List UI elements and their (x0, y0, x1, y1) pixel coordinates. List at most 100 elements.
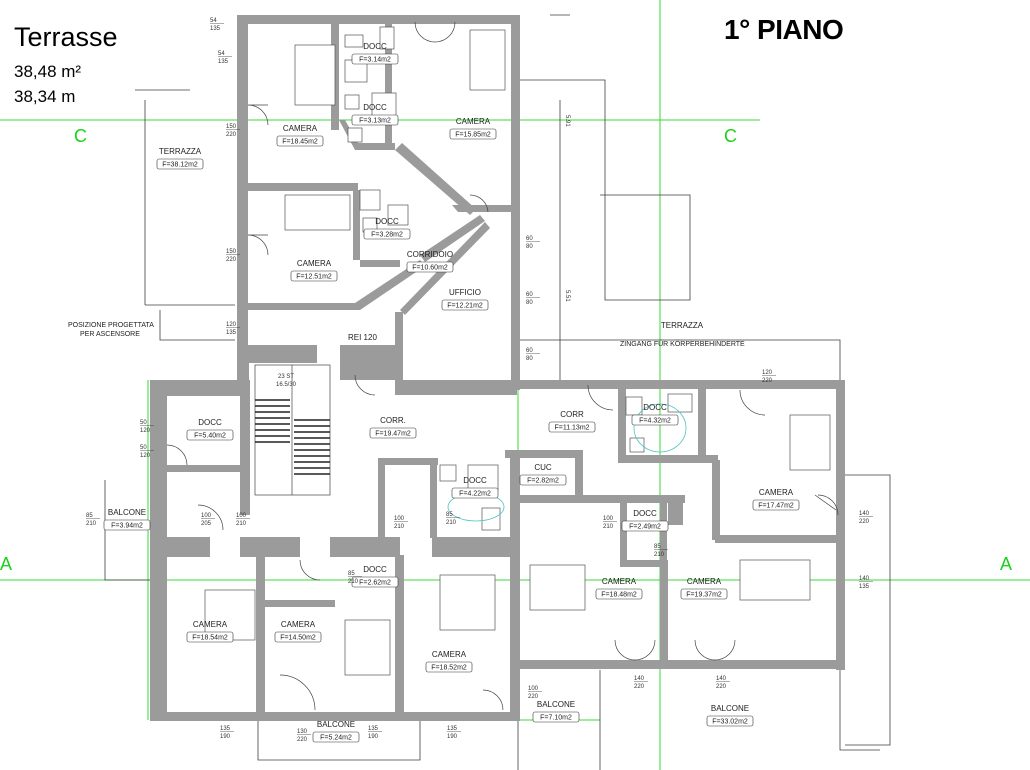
room-15: CUC F=2.82m2 (519, 463, 567, 486)
terrace-length-value: 38,34 m (14, 87, 76, 106)
dimension-width: 50 (140, 420, 147, 426)
room-area-box (312, 731, 360, 743)
room-area: F=38.12m2 (162, 162, 198, 169)
dimension-height: 190 (220, 734, 231, 740)
dimension-width: 140 (859, 576, 870, 582)
dimension-height: 220 (716, 684, 727, 690)
dimension-width: 120 (762, 370, 773, 376)
lift-note-line1: POSIZIONE PROGETTATA (68, 322, 154, 329)
dimension-width: 100 (236, 513, 247, 519)
room-name: BALCONE (317, 720, 355, 729)
dimension-height: 220 (528, 694, 539, 700)
room-name: CAMERA (297, 259, 332, 268)
room-area-box (351, 114, 399, 126)
room-area-box (425, 661, 473, 673)
dimension-height: 220 (226, 257, 237, 263)
room-area: F=19.47m2 (375, 431, 411, 438)
room-area-box (532, 711, 580, 723)
section-marker-c-left: C (74, 126, 87, 146)
stair-riser-note: 16.5/30 (276, 382, 297, 388)
dimension-width: 60 (526, 348, 533, 354)
room-area-box (621, 520, 669, 532)
dimension-width: 140 (859, 511, 870, 517)
access-note: ZINGANG FÜR KÖRPERBEHINDERTE (620, 340, 745, 348)
staircase (254, 364, 331, 496)
dimension-width: 140 (716, 676, 727, 682)
dimension-width: 85 (446, 512, 453, 518)
room-area: F=3.94m2 (111, 523, 143, 530)
room-name: DOCC (198, 418, 222, 427)
room-area: F=18.48m2 (601, 592, 637, 599)
dimension-width: 120 (226, 322, 237, 328)
room-area-box (595, 588, 643, 600)
room-name: TERRAZZA (159, 147, 202, 156)
notes: POSIZIONE PROGETTATA PER ASCENSORE REI 1… (68, 115, 745, 388)
room-name: DOCC (643, 403, 667, 412)
room-name: DOCC (363, 42, 387, 51)
room-name: DOCC (463, 476, 487, 485)
dimension-height: 120 (140, 453, 151, 459)
room-area: F=3.14m2 (359, 57, 391, 64)
room-area-box (156, 158, 204, 170)
room-area: F=18.45m2 (282, 139, 318, 146)
stair-count-note: 23 ST (278, 374, 294, 380)
room-name: CUC (534, 463, 552, 472)
room-area: F=2.49m2 (629, 524, 661, 531)
dimension-top: 5.91 (564, 115, 570, 127)
room-area: F=11.13m2 (554, 425, 589, 432)
dimension-width: 60 (526, 292, 533, 298)
dimension-height: 210 (236, 521, 247, 527)
dimension-height: 80 (526, 300, 533, 306)
room-0: TERRAZZA F=38.12m2 (156, 147, 204, 170)
dimension-height: 210 (603, 524, 614, 530)
dimension-height: 210 (86, 521, 97, 527)
fixtures (204, 26, 831, 676)
room-area-box (548, 421, 596, 433)
room-area-box (274, 631, 322, 643)
room-area: F=2.82m2 (527, 478, 559, 485)
dimension-height: 220 (226, 132, 237, 138)
rei-note: REI 120 (348, 333, 377, 342)
dimension-width: 150 (226, 124, 237, 130)
terrace-outlines (104, 14, 891, 770)
room-name: DOCC (375, 217, 399, 226)
dimension-labels: 5413554135150220150220120135608060806080… (86, 18, 873, 743)
room-area: F=4.32m2 (639, 418, 671, 425)
dimension-height: 210 (394, 524, 405, 530)
room-area-box (103, 519, 151, 531)
dimension-width: 140 (634, 676, 645, 682)
room-area: F=17.47m2 (758, 503, 794, 510)
room-area: F=10.60m2 (412, 265, 448, 272)
dimension-width: 150 (226, 249, 237, 255)
dimension-width: 54 (218, 51, 225, 57)
room-area: F=12.21m2 (447, 303, 483, 310)
room-name: CAMERA (759, 488, 794, 497)
room-area-box (363, 228, 411, 240)
room-name: BALCONE (537, 700, 575, 709)
room-area: F=15.85m2 (455, 132, 491, 139)
section-marker-a-right: A (1000, 554, 1012, 574)
dimension-height: 80 (526, 244, 533, 250)
